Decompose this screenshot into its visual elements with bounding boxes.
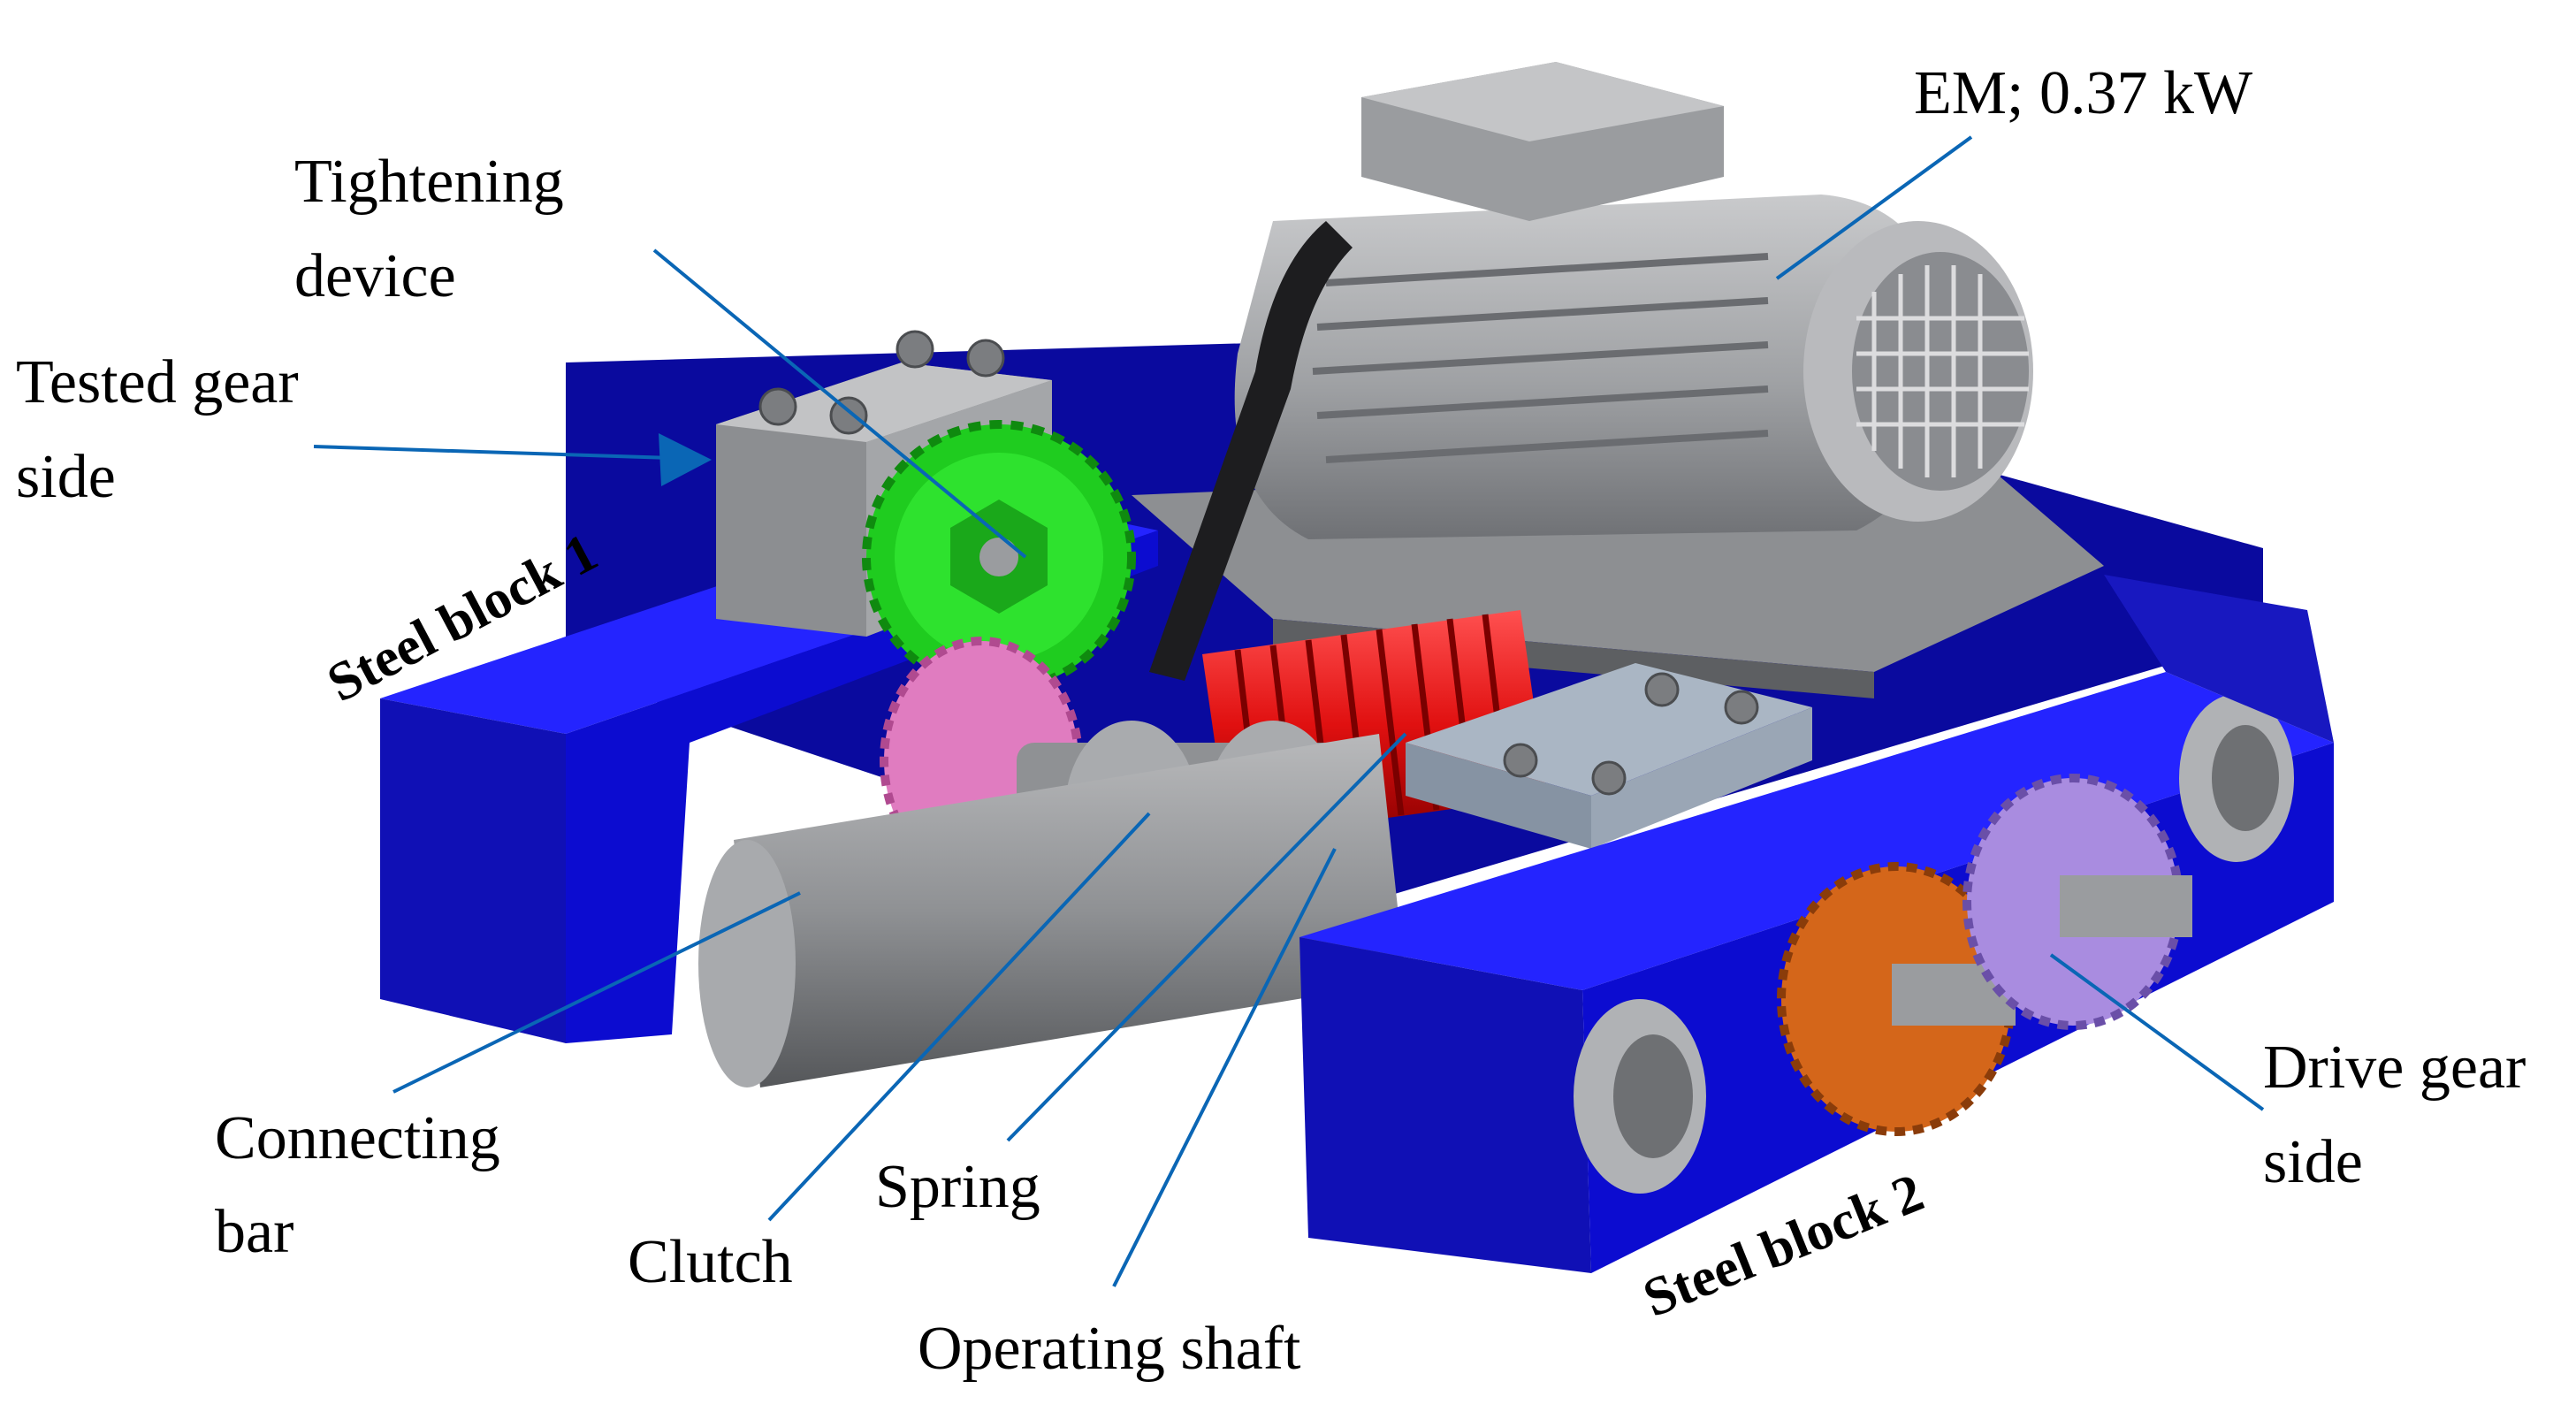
- leader-drive-gear-side: [2049, 953, 2265, 1111]
- arrowhead-tested-gear-side: [659, 433, 712, 486]
- leader-spring: [1006, 732, 1407, 1142]
- label-spring: Spring: [875, 1153, 1040, 1221]
- label-drive-gear-side-line2: side: [2263, 1128, 2363, 1196]
- leader-em: [1775, 135, 1973, 280]
- drive-belt: [1149, 221, 1353, 681]
- drive-gear-violet: [1962, 774, 2192, 1030]
- label-tightening-device-line1: Tightening: [294, 148, 564, 216]
- label-drive-gear-side-line1: Drive gear: [2263, 1034, 2526, 1102]
- shaft-clamp-plate: [1406, 663, 1812, 849]
- label-operating-shaft: Operating shaft: [918, 1315, 1301, 1383]
- label-connecting-bar-line2: bar: [215, 1198, 293, 1266]
- drive-gear-orange: [1777, 862, 2016, 1136]
- label-tested-gear-side-line2: side: [16, 443, 116, 511]
- connecting-bar: [698, 734, 1406, 1087]
- label-em: EM; 0.37 kW: [1914, 59, 2252, 127]
- leader-connecting-bar: [392, 891, 801, 1094]
- tested-gear: [862, 420, 1136, 694]
- leader-tightening-device: [652, 248, 1027, 559]
- leader-clutch: [767, 812, 1151, 1222]
- label-clutch: Clutch: [628, 1228, 793, 1296]
- leader-lines: [313, 135, 2265, 1287]
- label-tested-gear-side-line1: Tested gear: [16, 348, 299, 416]
- electric-motor: [1132, 62, 2104, 698]
- leader-operating-shaft: [1112, 848, 1337, 1287]
- label-connecting-bar-line1: Connecting: [215, 1104, 500, 1172]
- leader-tested-gear-side: [313, 445, 673, 460]
- label-tightening-device-line2: device: [294, 242, 456, 310]
